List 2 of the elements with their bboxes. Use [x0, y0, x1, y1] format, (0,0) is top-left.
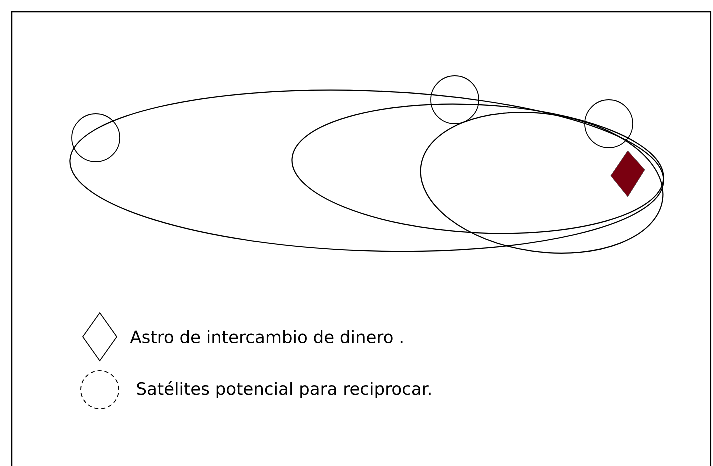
- legend-text: Satélites potencial para reciprocar.: [137, 381, 431, 399]
- legend-text: Astro de intercambio de dinero .: [130, 330, 403, 344]
